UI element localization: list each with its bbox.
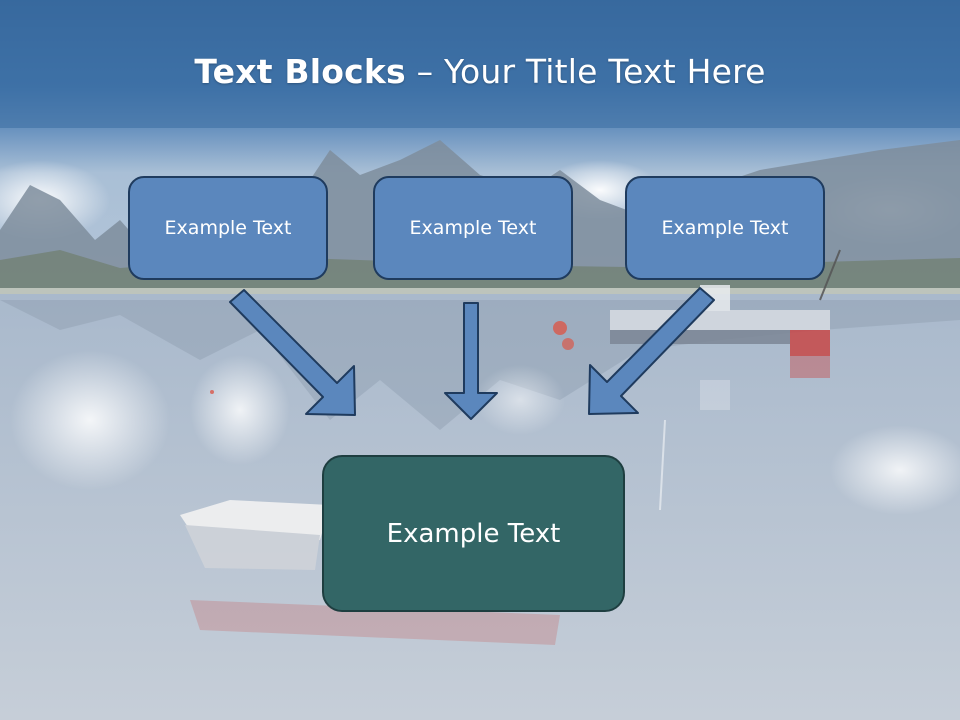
text-box-1[interactable]: Example Text bbox=[128, 176, 328, 280]
result-text-box-label: Example Text bbox=[386, 518, 561, 549]
title-bold: Text Blocks bbox=[194, 52, 406, 91]
slide-title: Text Blocks – Your Title Text Here bbox=[0, 52, 960, 91]
title-dash: – bbox=[416, 52, 434, 91]
arrow-down-left-icon bbox=[588, 287, 715, 415]
text-box-2[interactable]: Example Text bbox=[373, 176, 573, 280]
text-box-2-label: Example Text bbox=[409, 217, 537, 239]
text-box-1-label: Example Text bbox=[164, 217, 292, 239]
title-rest: Your Title Text Here bbox=[444, 52, 766, 91]
arrow-down-right-icon bbox=[229, 289, 356, 416]
text-box-3-label: Example Text bbox=[661, 217, 789, 239]
text-box-3[interactable]: Example Text bbox=[625, 176, 825, 280]
result-text-box[interactable]: Example Text bbox=[322, 455, 625, 612]
arrow-down-icon bbox=[444, 302, 498, 420]
